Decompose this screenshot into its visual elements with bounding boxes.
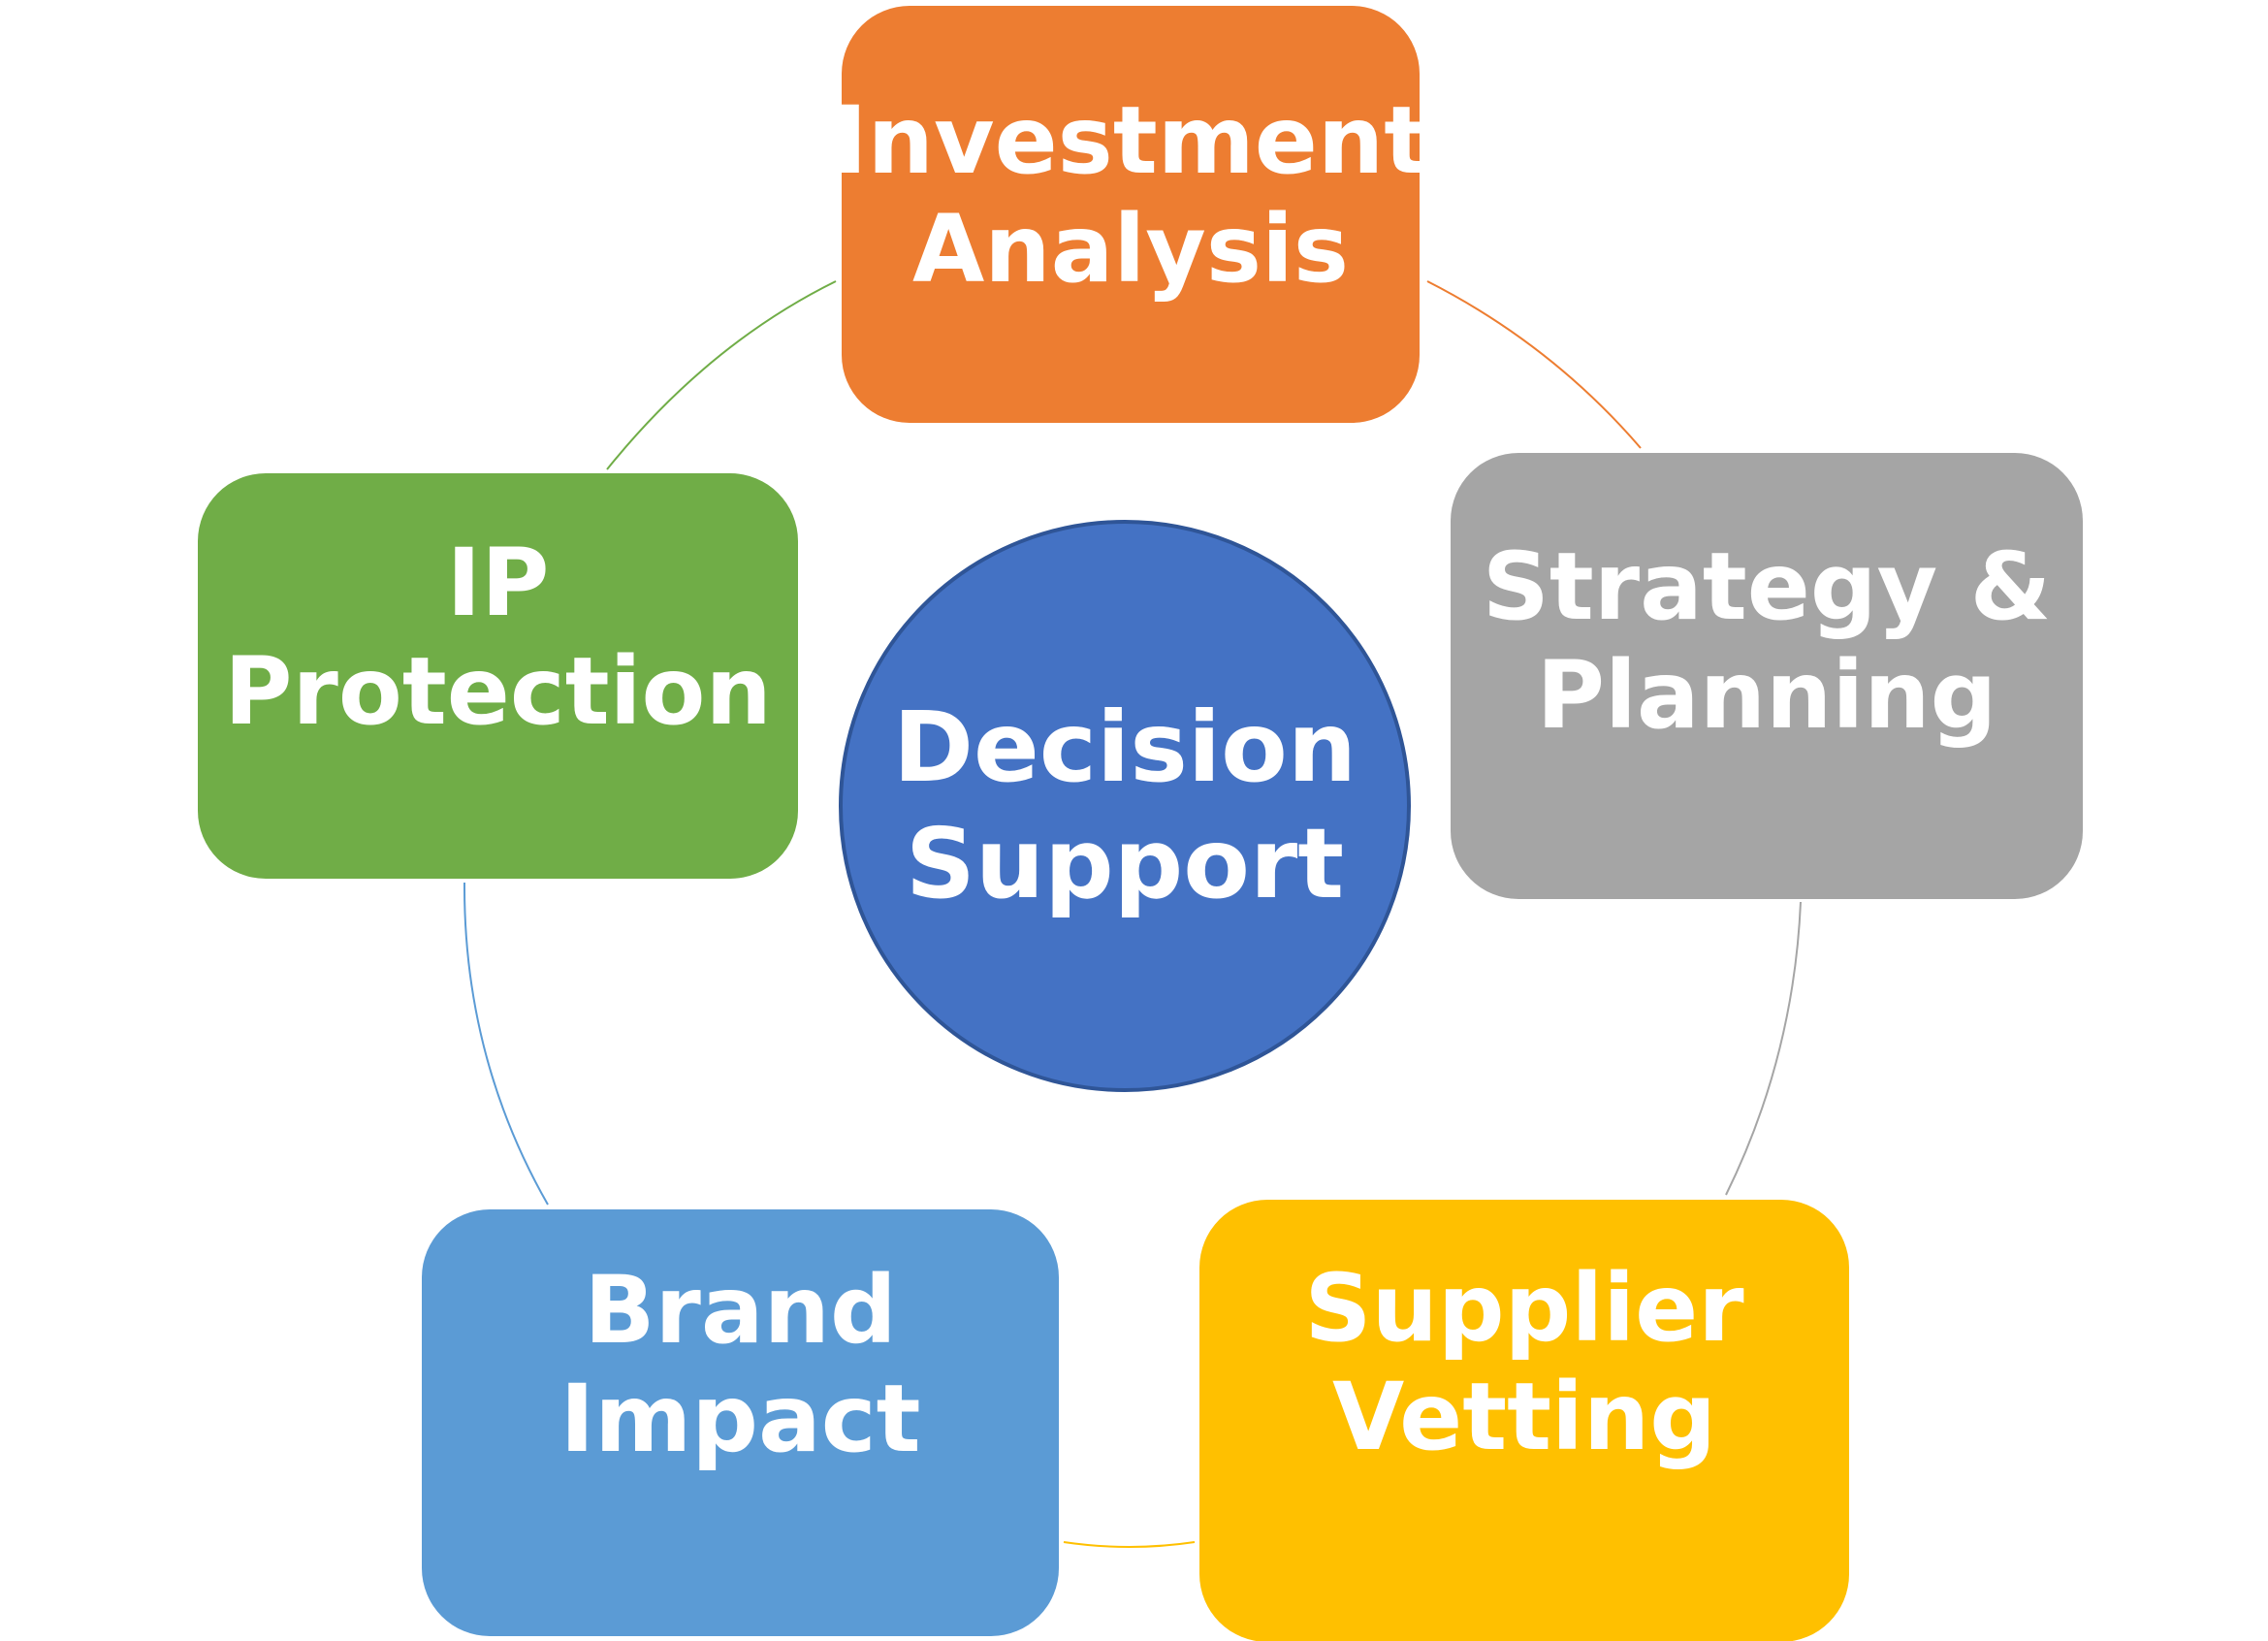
arc-brand-to-ip (463, 882, 549, 1206)
ip-protection-box: IP Protection (198, 473, 798, 879)
decision-support-line-1: Decision (892, 691, 1358, 804)
supplier-vetting-line-2: Vetting (1332, 1363, 1716, 1471)
decision-support-line-2: Support (905, 807, 1345, 920)
supplier-vetting-label: Supplier Vetting (1304, 1254, 1743, 1472)
decision-support-label: Decision Support (893, 690, 1357, 922)
supplier-vetting-line-1: Supplier (1304, 1253, 1744, 1363)
decision-support-hub: Decision Support (839, 520, 1411, 1092)
arc-supplier-to-brand (1063, 1541, 1196, 1548)
investment-analysis-label: Investment Analysis (833, 86, 1428, 305)
investment-analysis-line-1: Investment (832, 85, 1429, 195)
ip-protection-line-2: Protection (224, 637, 772, 746)
strategy-planning-box: Strategy & Planning (1451, 453, 2083, 899)
arc-strategy-to-supplier (1725, 901, 1802, 1196)
brand-impact-line-1: Brand (584, 1255, 897, 1365)
brand-impact-line-2: Impact (559, 1365, 921, 1473)
arc-investment-to-strategy (1426, 280, 1642, 449)
arc-ip-to-investment (606, 280, 837, 470)
strategy-planning-line-1: Strategy & (1482, 531, 2052, 641)
investment-analysis-box: Investment Analysis (833, 6, 1428, 423)
investment-analysis-line-2: Analysis (911, 195, 1350, 304)
ip-protection-label: IP Protection (224, 529, 772, 747)
brand-impact-label: Brand Impact (559, 1256, 920, 1474)
ip-protection-line-1: IP (446, 528, 550, 637)
supplier-vetting-box: Supplier Vetting (1199, 1200, 1849, 1641)
strategy-planning-label: Strategy & Planning (1483, 532, 2052, 751)
brand-impact-box: Brand Impact (422, 1209, 1059, 1636)
strategy-planning-line-2: Planning (1536, 641, 1997, 750)
